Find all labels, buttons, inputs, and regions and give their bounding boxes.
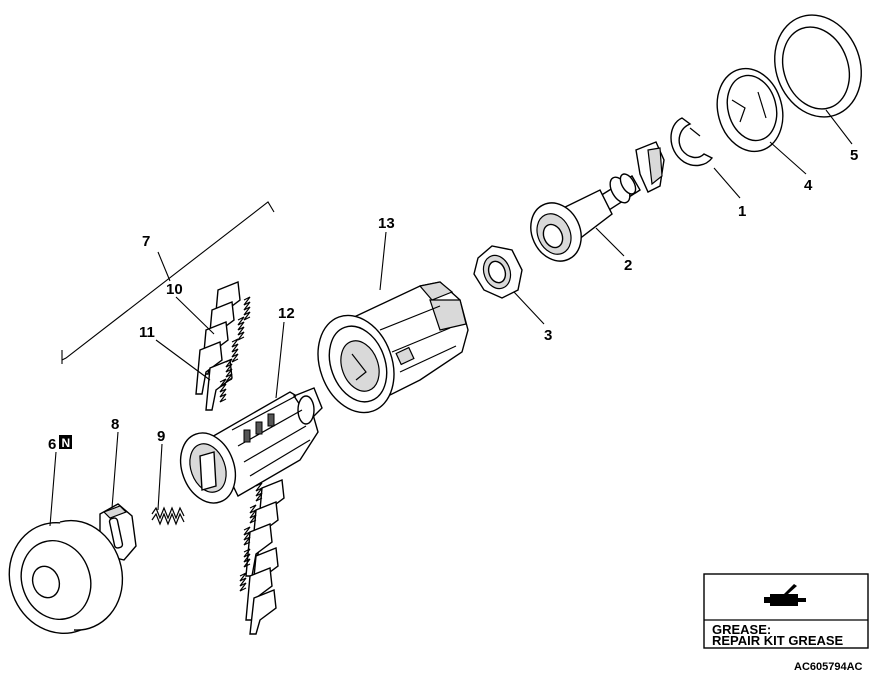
part-5-gasket — [774, 14, 862, 118]
parts-10-11-upper-wafers — [195, 281, 251, 411]
part-2-shaft — [530, 141, 665, 262]
new-part-badge — [59, 435, 72, 449]
group-7-bracket — [61, 201, 275, 364]
grease-gun-icon — [764, 584, 806, 606]
callout-12: 12 — [278, 305, 295, 322]
part-13-housing — [317, 281, 469, 414]
lower-wafers — [239, 479, 285, 635]
callout-8: 8 — [111, 416, 119, 433]
callout-2: 2 — [624, 257, 632, 274]
part-6-bezel — [8, 519, 124, 635]
grease-legend: GREASE: REPAIR KIT GREASE — [703, 573, 869, 649]
part-12-cylinder-core — [179, 387, 323, 504]
part-4-spring-ring — [716, 67, 784, 153]
part-9-spring — [151, 506, 185, 526]
new-part-badge-label: N — [62, 436, 71, 450]
legend-line-1: GREASE: — [712, 622, 771, 637]
legend-line-2: REPAIR KIT GREASE — [712, 633, 844, 648]
callout-10: 10 — [166, 281, 183, 298]
callout-7: 7 — [142, 233, 150, 250]
callout-9: 9 — [157, 428, 165, 445]
callout-5: 5 — [850, 147, 858, 164]
callout-13: 13 — [378, 215, 395, 232]
callout-4: 4 — [804, 177, 813, 194]
callout-11: 11 — [139, 324, 155, 341]
callout-3: 3 — [544, 327, 552, 344]
callout-6: 6 — [48, 436, 56, 453]
part-3-nut — [473, 245, 523, 299]
figure-code: AC605794AC — [794, 661, 863, 673]
leader-lines — [49, 109, 853, 527]
part-1-e-clip — [670, 117, 714, 167]
callout-1: 1 — [738, 203, 746, 220]
